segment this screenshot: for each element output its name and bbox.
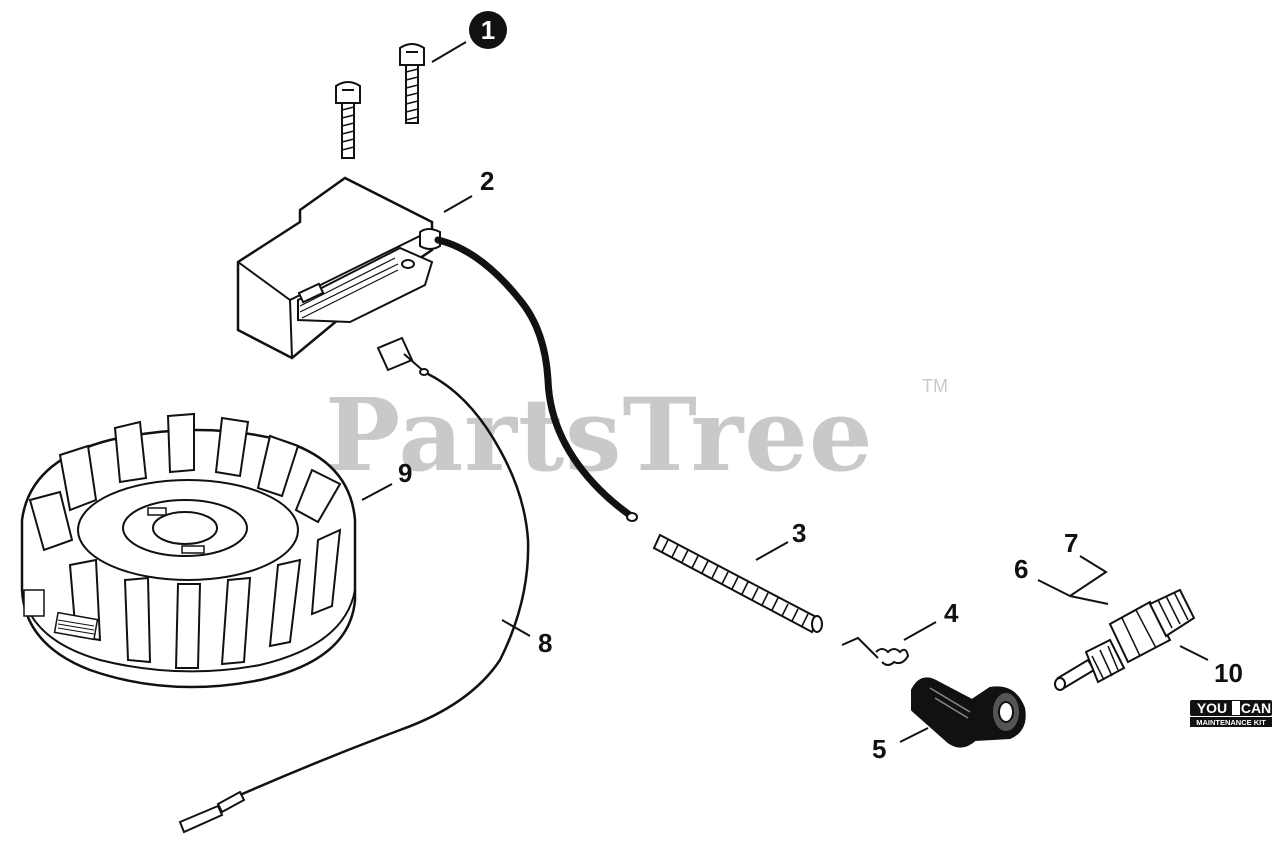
wrench-icon	[1232, 701, 1240, 715]
badge-maintenance-kit: MAINTENANCE KIT	[1196, 718, 1266, 727]
callout-4[interactable]: 4	[944, 598, 959, 628]
callout-1-label: 1	[481, 15, 495, 45]
badge-you: YOU	[1197, 700, 1227, 716]
lead-end	[626, 512, 638, 522]
ground-wire[interactable]	[178, 336, 530, 834]
ignition-module[interactable]	[236, 176, 441, 360]
leader-4	[903, 621, 937, 641]
callout-7[interactable]: 7	[1064, 528, 1078, 558]
youcan-maintenance-kit-badge[interactable]: YOU CAN MAINTENANCE KIT	[1190, 700, 1272, 727]
callout-5[interactable]: 5	[872, 734, 886, 764]
spark-plug[interactable]	[1054, 588, 1196, 691]
leader-6-7-bracket	[1037, 555, 1108, 598]
screw-left[interactable]	[335, 81, 361, 159]
leader-2	[443, 195, 473, 213]
ignition-lead	[434, 236, 638, 522]
leader-10	[1179, 645, 1209, 661]
leader-1	[431, 41, 467, 63]
partstree-watermark: PartsTree TM	[325, 376, 948, 494]
leader-5	[899, 727, 929, 743]
flywheel[interactable]	[20, 412, 357, 689]
leader-3	[755, 541, 789, 561]
callout-2[interactable]: 2	[480, 166, 494, 196]
leader-6-7	[1069, 595, 1109, 605]
callout-8[interactable]: 8	[538, 628, 552, 658]
plug-boot[interactable]	[911, 677, 1026, 748]
spring-clip[interactable]	[841, 636, 910, 666]
callout-3[interactable]: 3	[792, 518, 806, 548]
callout-6[interactable]: 6	[1014, 554, 1028, 584]
callout-9[interactable]: 9	[398, 458, 412, 488]
leader-8	[501, 619, 531, 637]
screw-right[interactable]	[399, 43, 425, 124]
watermark-trademark: TM	[922, 376, 948, 396]
watermark-brand: PartsTree	[325, 376, 874, 494]
spring-sleeve[interactable]	[652, 533, 823, 634]
badge-can: CAN	[1241, 700, 1271, 716]
callout-10[interactable]: 10	[1214, 658, 1243, 688]
leader-9	[361, 483, 393, 501]
callout-1[interactable]: 1	[469, 11, 507, 49]
